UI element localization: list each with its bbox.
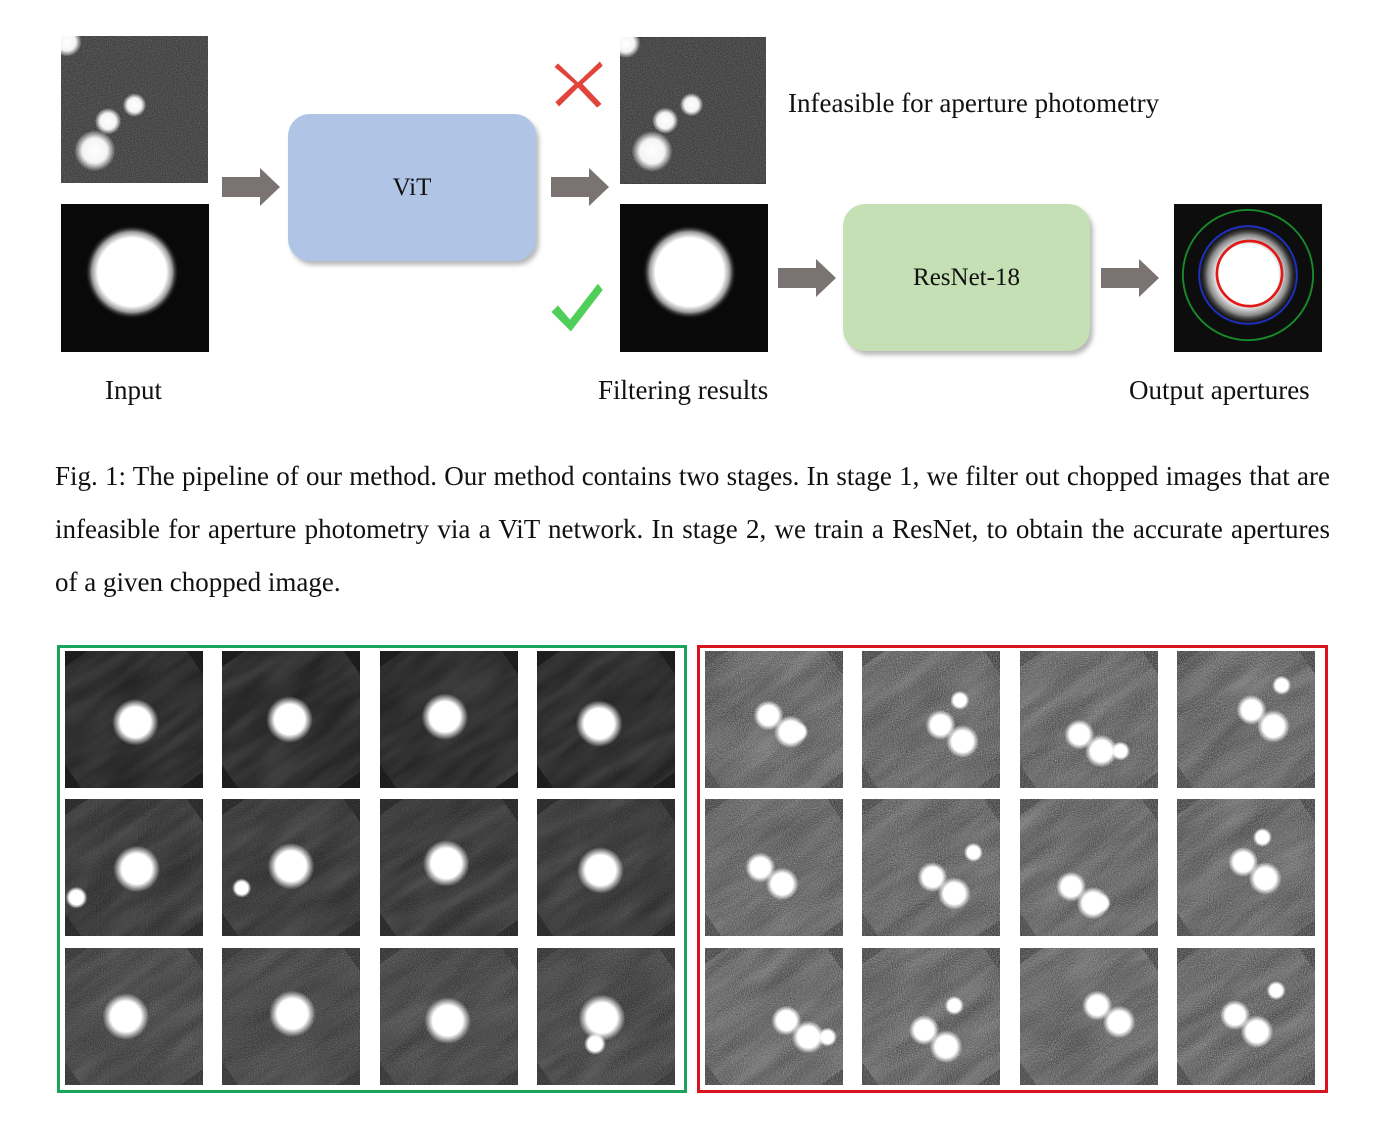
infeasible-sample-thumbnail	[1177, 948, 1315, 1085]
infeasible-sample-thumbnail	[1177, 651, 1315, 788]
filtering-label: Filtering results	[598, 375, 769, 405]
infeasible-sample-thumbnail	[705, 948, 843, 1085]
feasible-sample-thumbnail	[65, 799, 203, 936]
feasible-sample-thumbnail	[380, 651, 518, 788]
feasible-sample-thumbnail	[65, 651, 203, 788]
cross-mark-icon	[548, 54, 608, 117]
infeasible-sample-thumbnail	[862, 799, 1000, 936]
infeasible-sample-thumbnail	[862, 651, 1000, 788]
vit-box-label: ViT	[392, 173, 432, 201]
figure-caption: Fig. 1: The pipeline of our method. Our …	[55, 461, 1330, 597]
right-arrow-icon	[222, 168, 280, 206]
feasible-sample-thumbnail	[380, 799, 518, 936]
output-label: Output apertures	[1129, 375, 1310, 405]
input-clean-image	[61, 204, 209, 352]
aperture-inner-ring	[1215, 239, 1284, 308]
input-label: Input	[105, 375, 162, 405]
feasible-sample-thumbnail	[222, 948, 360, 1085]
right-arrow-icon	[551, 168, 609, 206]
feasible-sample-thumbnail	[222, 799, 360, 936]
infeasible-sample-thumbnail	[1177, 799, 1315, 936]
output-apertures-image	[1174, 204, 1322, 352]
infeasible-label: Infeasible for aperture photometry	[788, 88, 1160, 118]
vit-box: ViT	[288, 114, 536, 261]
infeasible-sample-thumbnail	[705, 799, 843, 936]
accepted-image	[620, 204, 768, 352]
feasible-sample-thumbnail	[537, 948, 675, 1085]
resnet-box: ResNet-18	[843, 204, 1090, 351]
aperture-middle-ring	[1198, 225, 1298, 325]
feasible-sample-thumbnail	[222, 651, 360, 788]
infeasible-sample-thumbnail	[1020, 651, 1158, 788]
check-mark-icon	[546, 278, 608, 341]
feasible-sample-thumbnail	[380, 948, 518, 1085]
input-noisy-image	[61, 36, 208, 183]
infeasible-sample-thumbnail	[1020, 948, 1158, 1085]
feasible-samples-panel	[57, 645, 687, 1093]
infeasible-sample-thumbnail	[862, 948, 1000, 1085]
resnet-box-label: ResNet-18	[913, 263, 1020, 291]
rejected-image	[620, 37, 766, 184]
infeasible-sample-thumbnail	[1020, 799, 1158, 936]
feasible-sample-thumbnail	[537, 799, 675, 936]
right-arrow-icon	[1101, 259, 1159, 297]
infeasible-sample-thumbnail	[705, 651, 843, 788]
aperture-outer-ring	[1181, 208, 1315, 342]
infeasible-samples-panel	[697, 645, 1328, 1093]
right-arrow-icon	[778, 259, 836, 297]
feasible-sample-thumbnail	[65, 948, 203, 1085]
feasible-sample-thumbnail	[537, 651, 675, 788]
